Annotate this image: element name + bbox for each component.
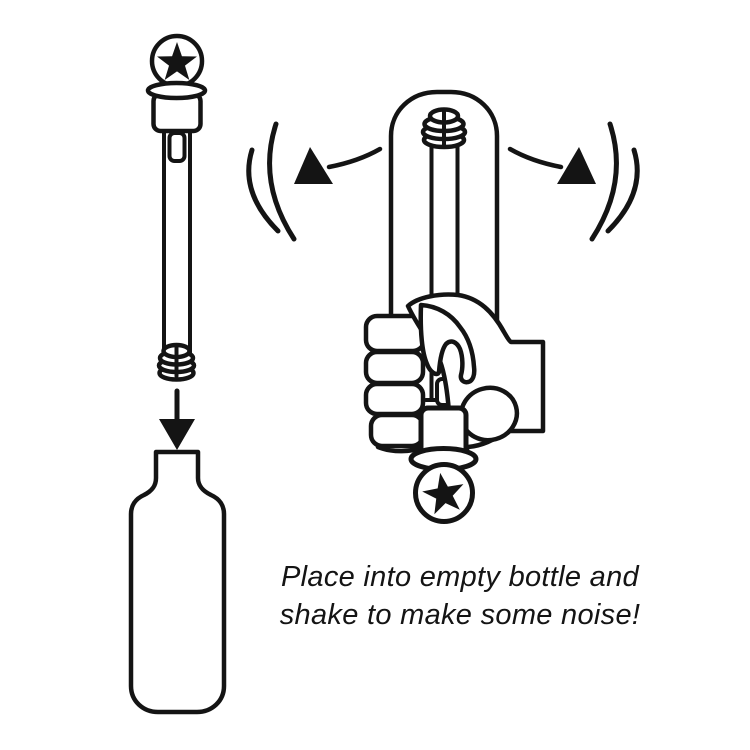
empty-bottle-outline <box>128 449 227 715</box>
shake-illustration <box>246 89 640 524</box>
motion-arc-left-inner <box>246 147 281 234</box>
shake-arrow-right-tail <box>507 146 564 170</box>
thumb <box>418 302 477 385</box>
shake-arrow-left-tail <box>326 146 383 170</box>
insert-arrow-icon <box>159 388 195 450</box>
tube-inner-tab <box>167 131 187 163</box>
hand-grip <box>363 292 546 454</box>
noisemaker-assembly <box>145 33 208 382</box>
shake-motion-marks <box>246 121 640 242</box>
finger-ring <box>363 381 426 417</box>
caption: Place into empty bottle and shake to mak… <box>235 558 685 634</box>
caption-line-2: shake to make some noise! <box>279 599 641 631</box>
spring-coil-inverted <box>420 107 468 150</box>
motion-arc-left-outer <box>267 121 297 242</box>
stopper-flange <box>145 80 208 101</box>
finger-pinky <box>368 412 426 449</box>
shake-arrow-right-icon <box>557 147 596 184</box>
arrow-head <box>159 419 195 450</box>
finger-middle <box>363 349 426 386</box>
motion-arc-right-inner <box>605 147 640 234</box>
motion-arc-right-outer <box>589 121 619 242</box>
caption-line-1: Place into empty bottle and <box>281 561 639 593</box>
spring-coil <box>156 342 197 382</box>
shake-arrow-left-icon <box>294 147 333 184</box>
